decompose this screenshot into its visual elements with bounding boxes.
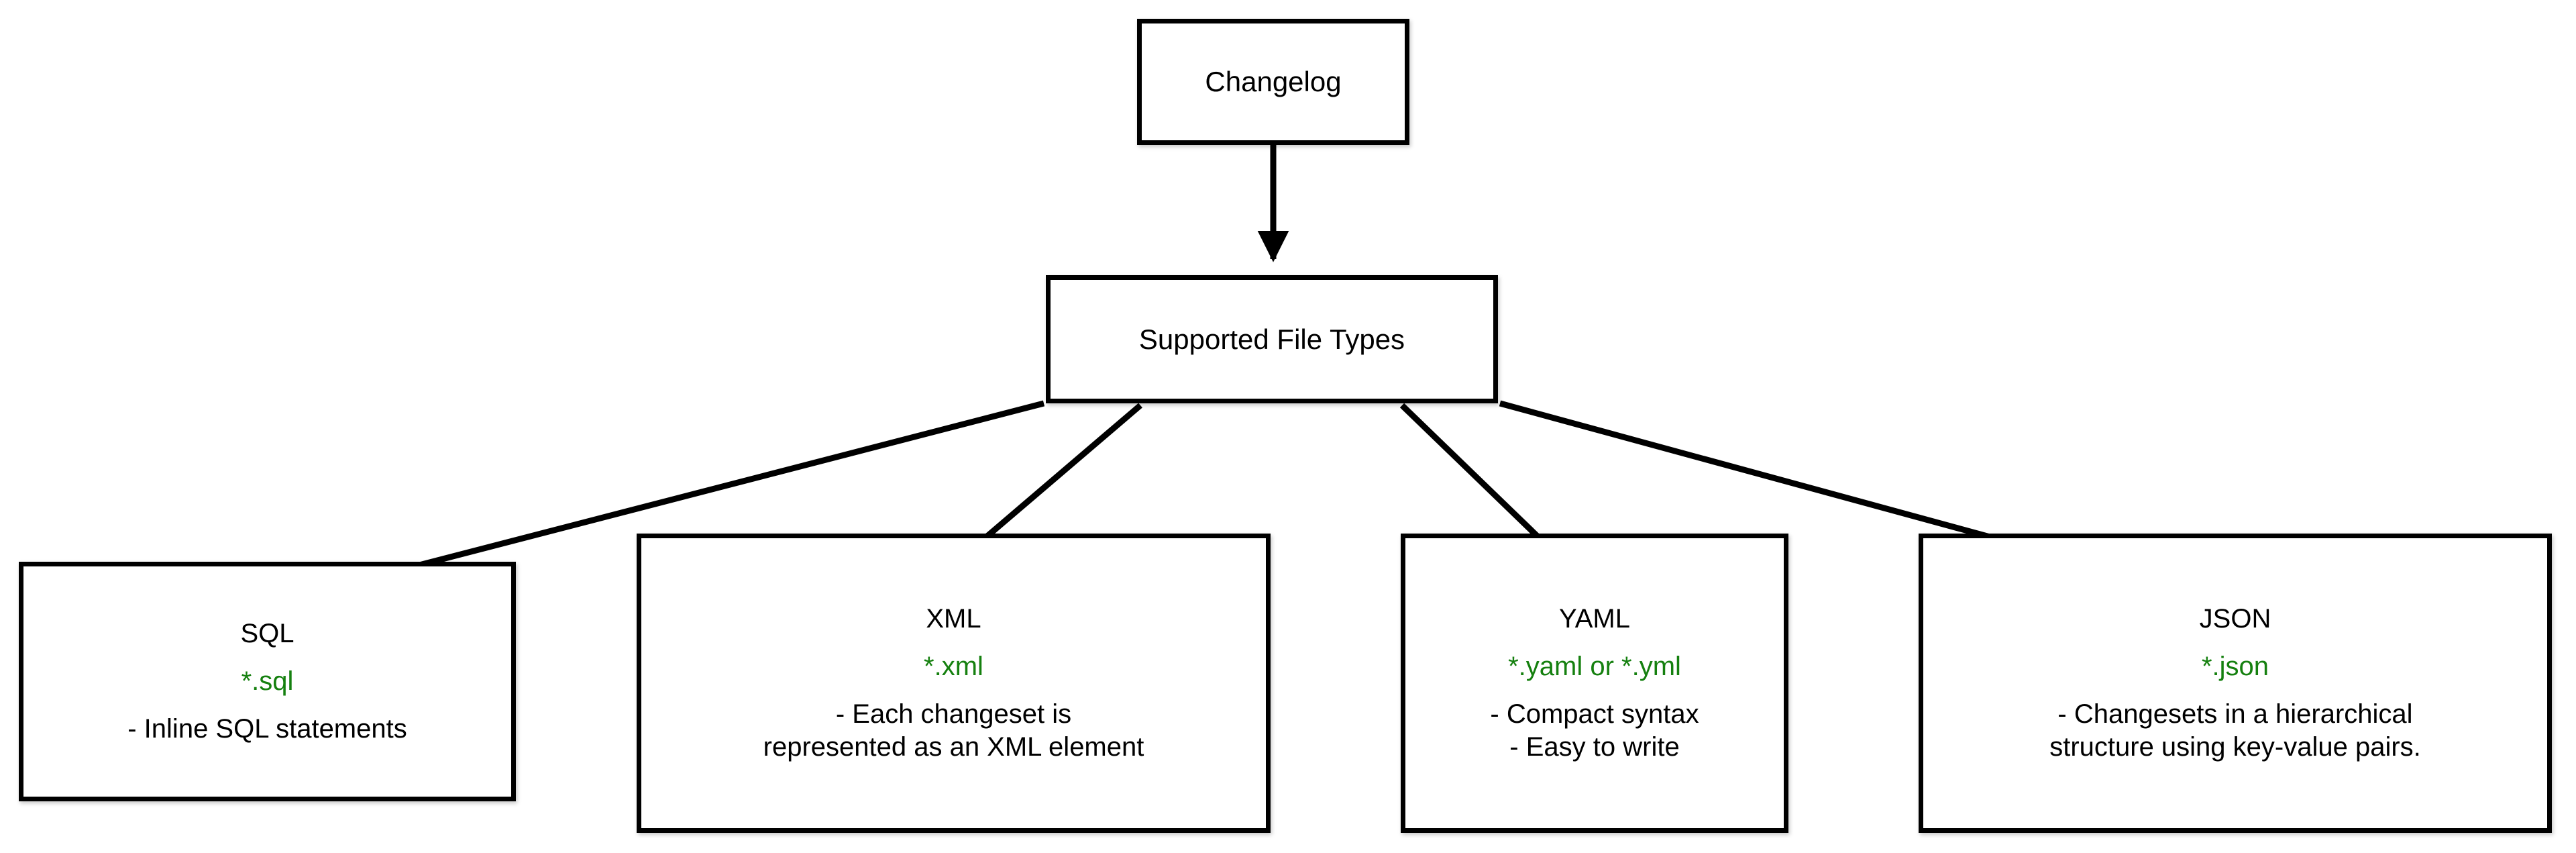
- node-xml[interactable]: XML *.xml - Each changeset is represente…: [637, 534, 1271, 833]
- node-json[interactable]: JSON *.json - Changesets in a hierarchic…: [1919, 534, 2552, 833]
- node-supported-file-types[interactable]: Supported File Types: [1046, 275, 1498, 403]
- node-yaml-extension: *.yaml or *.yml: [1508, 652, 1681, 682]
- node-yaml-title: YAML: [1559, 604, 1630, 634]
- node-xml-description: - Each changeset is represented as an XM…: [763, 699, 1144, 762]
- node-sql-description-line-1: - Inline SQL statements: [127, 713, 407, 744]
- node-json-description-line-1: - Changesets in a hierarchical: [2057, 699, 2413, 729]
- node-supported-file-types-title: Supported File Types: [1138, 323, 1405, 355]
- node-sql[interactable]: SQL *.sql - Inline SQL statements: [19, 562, 516, 801]
- node-sql-description: - Inline SQL statements: [127, 714, 407, 744]
- node-xml-extension: *.xml: [924, 652, 983, 682]
- node-sql-extension: *.sql: [241, 666, 294, 697]
- node-sql-title: SQL: [240, 619, 294, 649]
- node-xml-title: XML: [926, 604, 981, 634]
- node-yaml-description-line-2: - Easy to write: [1509, 732, 1680, 762]
- node-json-title: JSON: [2199, 604, 2271, 634]
- node-json-description-line-2: structure using key-value pairs.: [2049, 732, 2421, 762]
- node-yaml[interactable]: YAML *.yaml or *.yml - Compact syntax - …: [1401, 534, 1788, 833]
- node-changelog[interactable]: Changelog: [1137, 19, 1409, 145]
- node-yaml-description-line-1: - Compact syntax: [1490, 699, 1699, 729]
- node-changelog-title: Changelog: [1205, 66, 1342, 98]
- node-xml-description-line-2: represented as an XML element: [763, 732, 1144, 762]
- node-yaml-description: - Compact syntax - Easy to write: [1490, 699, 1699, 762]
- node-json-description: - Changesets in a hierarchical structure…: [2049, 699, 2421, 762]
- node-json-extension: *.json: [2201, 652, 2269, 682]
- node-xml-description-line-1: - Each changeset is: [835, 699, 1072, 729]
